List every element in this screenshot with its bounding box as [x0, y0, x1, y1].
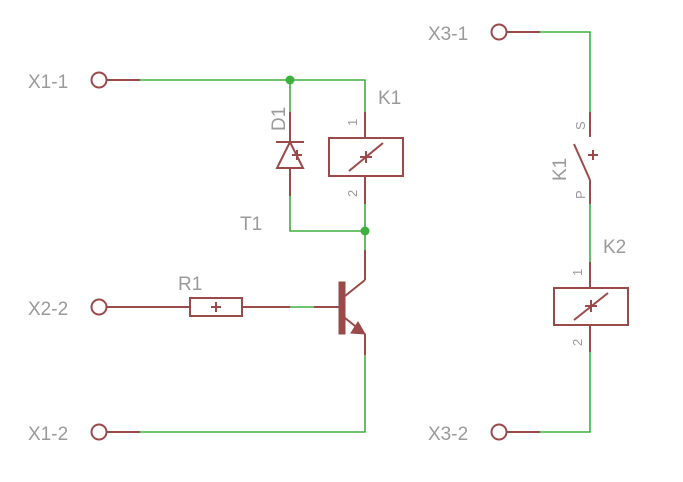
wire-x3-1-switch — [540, 31, 591, 112]
label-t1: T1 — [240, 214, 262, 235]
relay-coil-k1: K1 1 2 — [328, 88, 404, 204]
pin-switch-s: S — [573, 121, 588, 130]
pin-switch-p: P — [573, 190, 588, 199]
resistor-r1: R1 — [140, 274, 290, 317]
pin-k2-2: 2 — [570, 339, 585, 346]
label-x2-2: X2-2 — [28, 299, 68, 320]
connector-x3-2: X3-2 — [428, 423, 540, 445]
diode-d1: D1 — [269, 107, 305, 196]
label-r1: R1 — [178, 274, 202, 295]
connector-x1-1: X1-1 — [28, 71, 140, 93]
connector-x3-1: X3-1 — [428, 23, 540, 45]
emitter-arrow-icon — [350, 321, 366, 335]
wire-t1-x1-2 — [140, 355, 366, 433]
wire-k2-x3-2 — [540, 352, 591, 433]
wires — [107, 31, 591, 433]
junction-dot — [360, 226, 370, 236]
label-k2: K2 — [603, 237, 626, 258]
junction-dot — [285, 75, 295, 85]
transistor-t1: T1 — [240, 214, 366, 355]
pin-k2-1: 1 — [570, 269, 585, 276]
wire-x1-1-rail — [107, 79, 366, 112]
pin-k1-2: 2 — [345, 190, 360, 197]
connector-x1-2: X1-2 — [28, 423, 140, 445]
label-x3-1: X3-1 — [428, 24, 468, 45]
relay-coil-k2: K2 1 2 — [553, 237, 629, 352]
label-x1-1: X1-1 — [28, 72, 68, 93]
label-x1-2: X1-2 — [28, 424, 68, 445]
relay-contact-k1: K1 S P — [550, 112, 598, 204]
connector-x2-2: X2-2 — [28, 298, 140, 320]
label-switch-k1: K1 — [550, 158, 571, 181]
label-d1: D1 — [269, 107, 290, 131]
label-k1: K1 — [378, 88, 401, 109]
label-x3-2: X3-2 — [428, 424, 468, 445]
wire-diode-bottom — [289, 196, 365, 232]
pin-k1-1: 1 — [345, 119, 360, 126]
